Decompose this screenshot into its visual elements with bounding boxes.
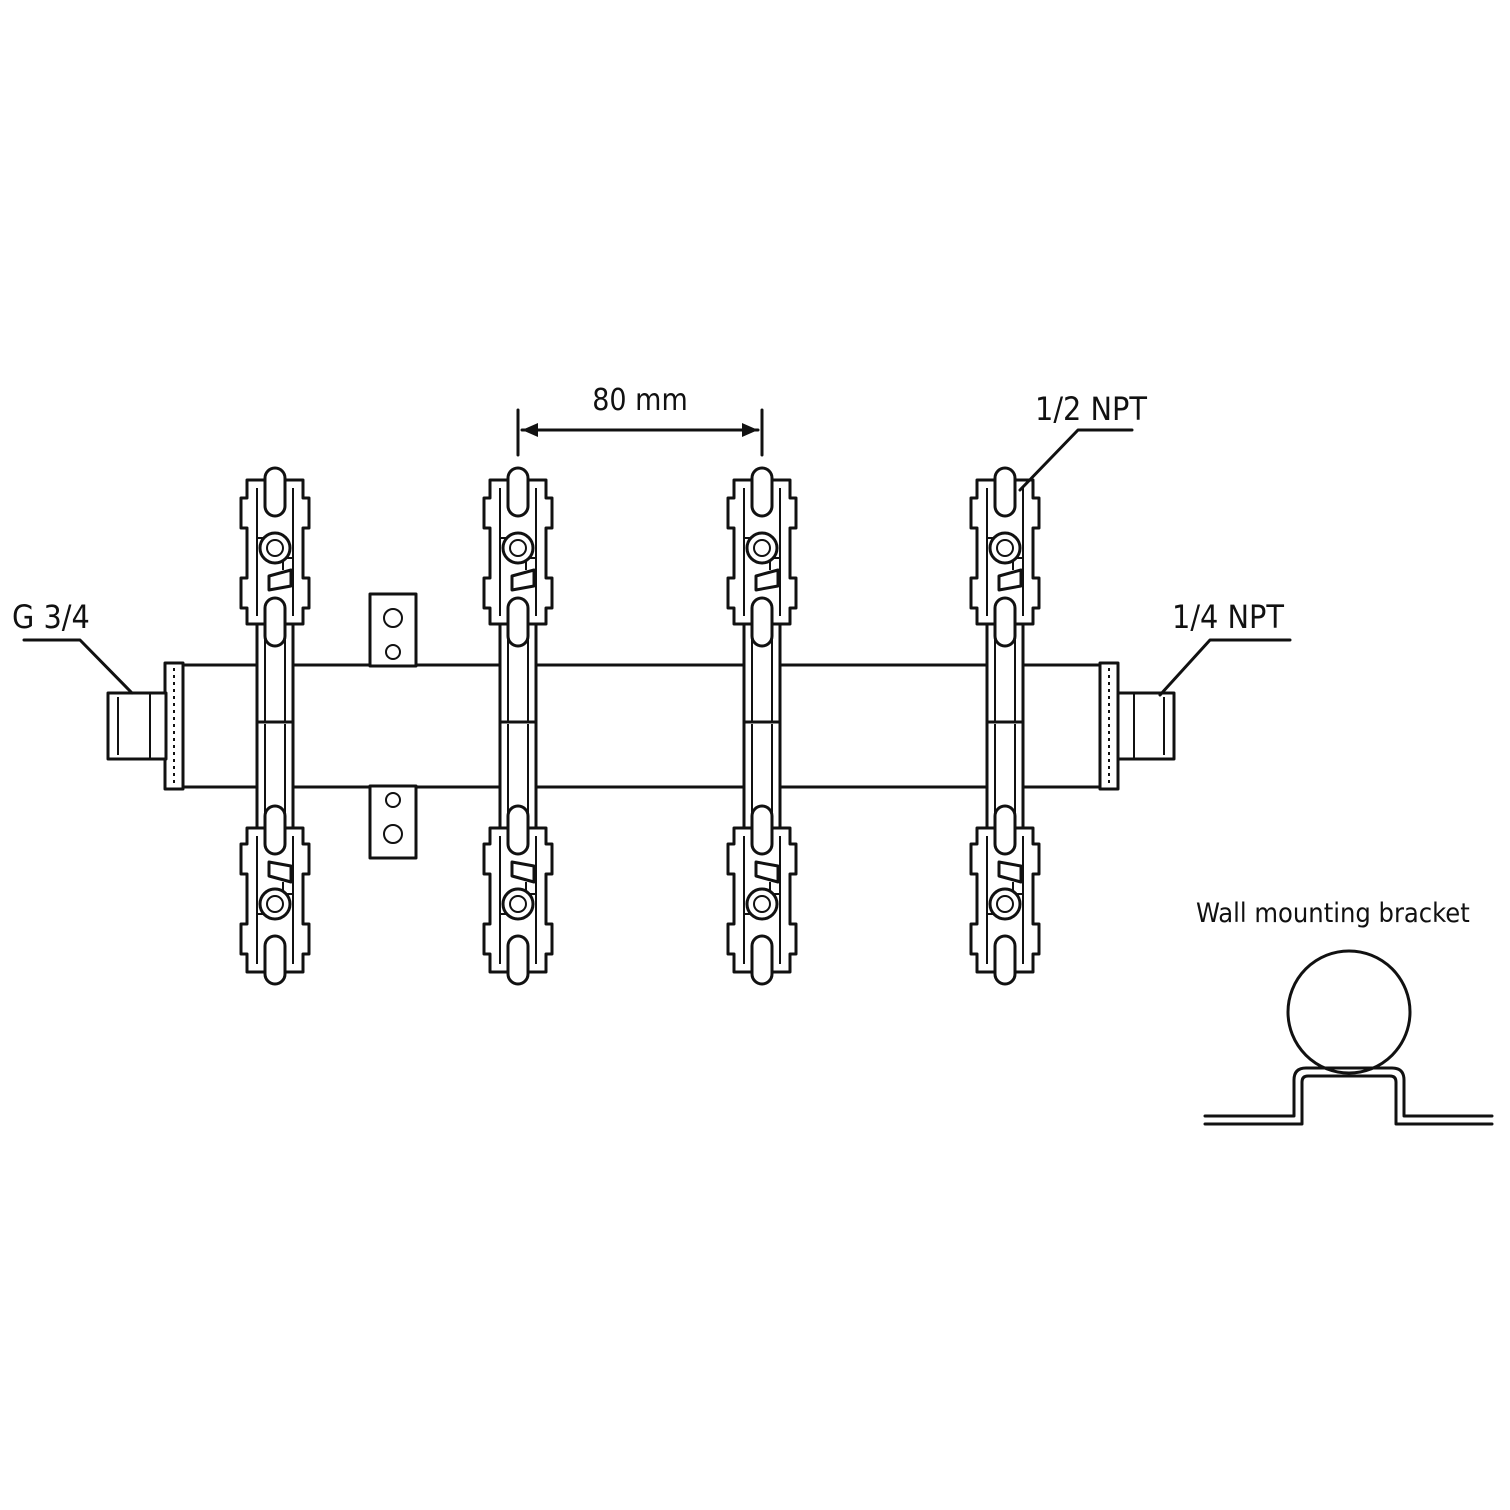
mounting-plate-bottom: [368, 784, 418, 860]
spacing-label: 80 mm: [592, 383, 688, 418]
end-thread-callout: 1/4 NPT: [1158, 598, 1292, 697]
end-fitting: [1116, 691, 1176, 761]
inlet-fitting: [106, 691, 168, 761]
inlet-thread-callout: G 3/4: [12, 598, 134, 695]
manifold-header: [163, 661, 1120, 791]
spacing-dimension: 80 mm: [516, 383, 764, 457]
pipe-circle: [1286, 949, 1412, 1075]
bracket-title: Wall mounting bracket: [1196, 898, 1470, 929]
end-thread-label: 1/4 NPT: [1172, 598, 1284, 636]
inlet-thread-label: G 3/4: [12, 598, 90, 636]
outlet-thread-label: 1/2 NPT: [1035, 390, 1147, 428]
wall-bracket-detail: Wall mounting bracket: [1196, 898, 1494, 1126]
mounting-plate-top: [368, 592, 418, 668]
outlet-thread-callout: 1/2 NPT: [1018, 390, 1147, 492]
bracket-profile: [1203, 1066, 1494, 1118]
